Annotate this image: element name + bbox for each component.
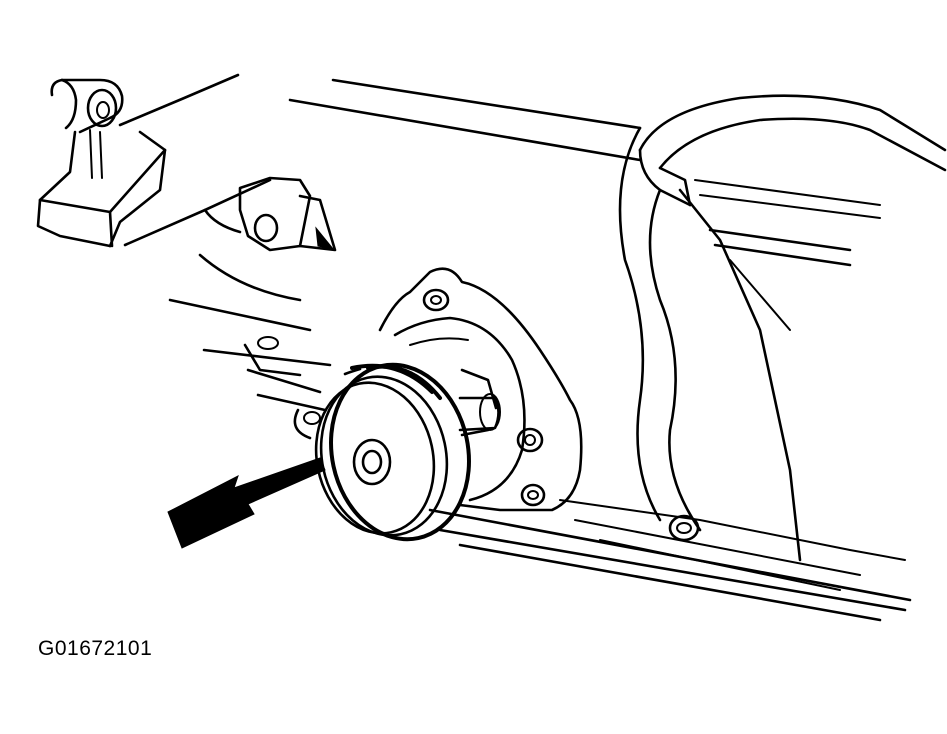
idler-bracket (203, 176, 337, 252)
engine-block (168, 78, 912, 622)
water-pump-housing (378, 267, 583, 512)
engine-mount-bracket (36, 73, 272, 248)
figure-id-label: G01672101 (38, 637, 153, 660)
coolant-hose (638, 94, 947, 219)
water-pump-pulley (314, 362, 471, 542)
pointer-arrow (167, 457, 326, 549)
